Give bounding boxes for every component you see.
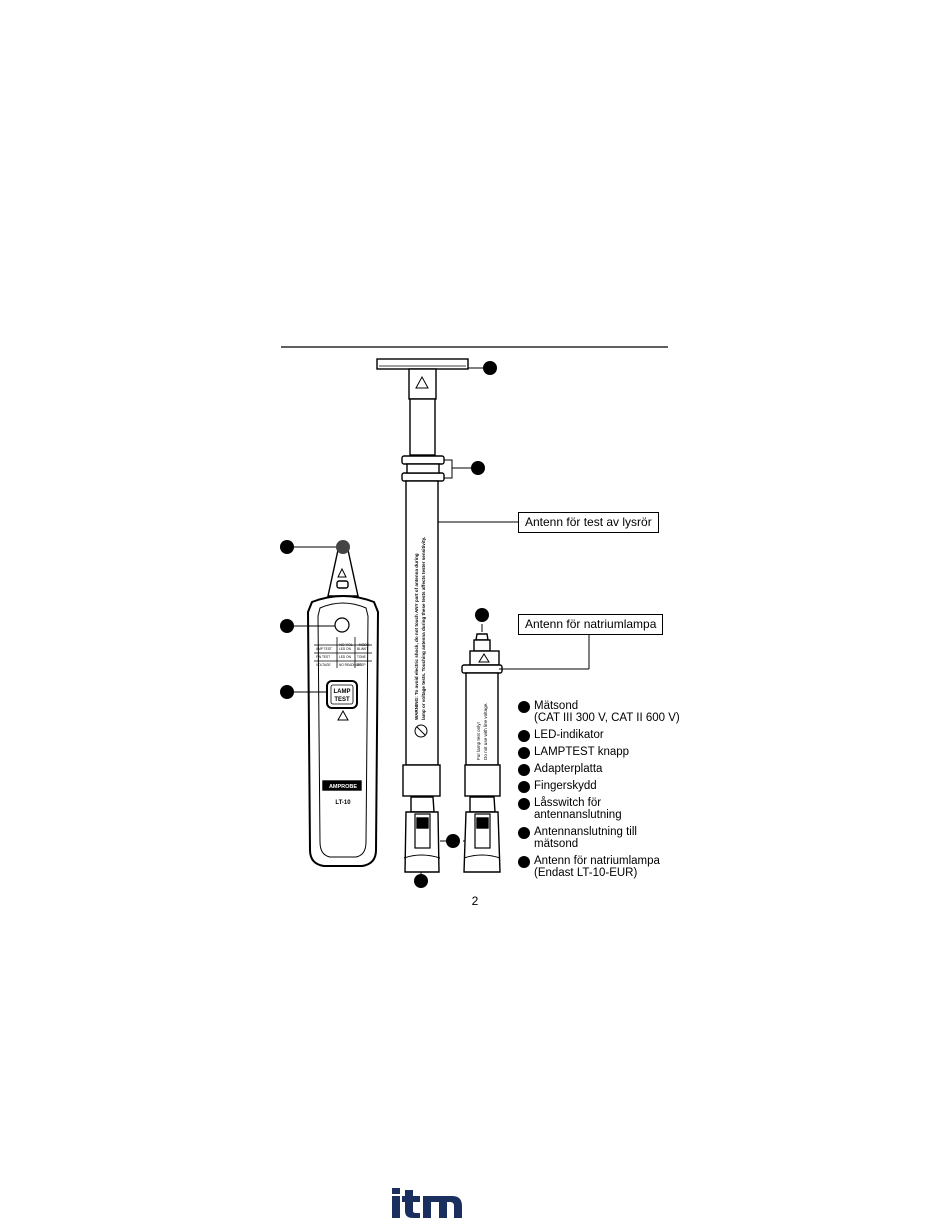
device-brand: AMPROBE (329, 784, 357, 790)
page-number: 2 (471, 894, 479, 908)
legend-item: Mätsond(CAT III 300 V, CAT II 600 V) (518, 700, 680, 724)
button-label-line2: TEST (334, 697, 350, 703)
legend-item: Antenn för natriumlampa(Endast LT-10-EUR… (518, 855, 680, 879)
legend: Mätsond(CAT III 300 V, CAT II 600 V) LED… (518, 700, 680, 884)
svg-text:WARNING: To avoid electric sho: WARNING: To avoid electric shock, do not… (414, 553, 419, 720)
svg-text:LED ON: LED ON (339, 647, 352, 651)
svg-text:AMP TEST: AMP TEST (316, 647, 332, 651)
svg-text:NO READINGS: NO READINGS (339, 663, 361, 667)
svg-text:Do not use with line voltage.: Do not use with line voltage. (483, 703, 488, 760)
legend-item: LAMPTEST knapp (518, 746, 680, 759)
svg-text:FIN TEST: FIN TEST (316, 655, 330, 659)
left-callouts (280, 540, 350, 699)
svg-text:LED ON: LED ON (339, 655, 352, 659)
legend-item: LED-indikator (518, 729, 680, 742)
svg-text:VOLTAGE: VOLTAGE (316, 663, 331, 667)
legend-item: Fingerskydd (518, 780, 680, 793)
sodium-warning-text: For lamp test only! Do not use with line… (476, 703, 488, 760)
svg-text:For lamp test only!: For lamp test only! (476, 722, 481, 760)
svg-text:lamp or voltage tests. Touchin: lamp or voltage tests. Touching antenna … (421, 537, 426, 720)
svg-text:TONE: TONE (357, 655, 366, 659)
bullet-icon (518, 781, 530, 793)
itm-logo (392, 1188, 462, 1218)
device-table: AMP TEST LED ON BLINKT FIN TEST LED ON T… (316, 647, 368, 667)
legend-item: Adapterplatta (518, 763, 680, 776)
sodium-callouts (475, 608, 590, 670)
device-model: LT-10 (335, 800, 351, 806)
fluorescent-warning-text: WARNING: To avoid electric shock, do not… (414, 537, 426, 720)
callout-sodium-antenna: Antenn för natriumlampa (518, 614, 664, 635)
bullet-icon (518, 827, 530, 839)
button-label-line1: LAMP (334, 689, 351, 695)
callout-fluorescent-antenna: Antenn för test av lysrör (518, 512, 659, 533)
svg-text:BLINKT: BLINKT (357, 647, 368, 651)
bullet-icon (518, 701, 530, 713)
bullet-icon (518, 764, 530, 776)
sodium-antenna (461, 624, 503, 873)
middle-callouts (414, 361, 518, 888)
tester-body (306, 549, 380, 867)
bullet-icon (518, 747, 530, 759)
svg-text:BEEP: BEEP (357, 663, 366, 667)
fluorescent-antenna (376, 358, 469, 873)
bullet-icon (518, 730, 530, 742)
bullet-icon (518, 856, 530, 868)
bullet-icon (518, 798, 530, 810)
